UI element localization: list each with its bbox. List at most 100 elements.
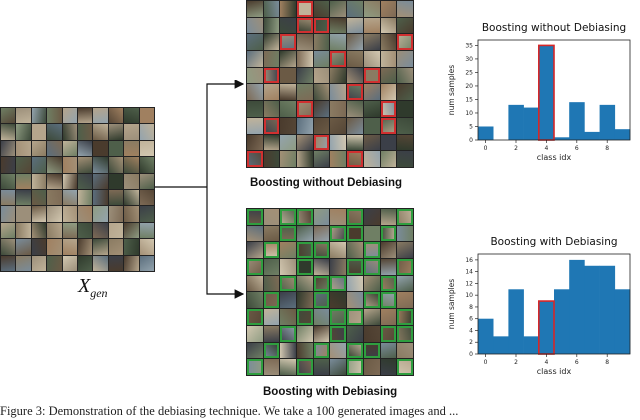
thumbnail-image xyxy=(16,173,31,189)
thumbnail-image xyxy=(47,189,62,206)
thumbnail-image xyxy=(297,242,313,259)
y-tick-label: 2 xyxy=(469,339,473,346)
thumbnail-image xyxy=(363,242,380,259)
thumbnail-image xyxy=(330,225,347,242)
x-tick-label: 4 xyxy=(544,145,548,152)
thumbnail-image xyxy=(31,189,47,206)
thumbnail-image xyxy=(313,259,330,275)
thumbnail-image xyxy=(47,108,62,124)
y-tick-label: 20 xyxy=(465,83,473,90)
chart-bar xyxy=(584,131,600,140)
thumbnail-image xyxy=(77,157,93,173)
thumbnail-image xyxy=(1,239,16,255)
thumbnail-image xyxy=(108,206,124,222)
thumbnail-image xyxy=(16,108,31,124)
thumbnail-image xyxy=(347,325,363,342)
thumbnail-image xyxy=(330,292,347,309)
thumbnail-image xyxy=(1,157,16,173)
arrow-up xyxy=(206,80,245,187)
thumbnail-image xyxy=(363,225,380,242)
thumbnail-image xyxy=(347,359,363,375)
thumbnail-image xyxy=(263,134,280,151)
thumbnail-image xyxy=(363,67,380,84)
thumbnail-image xyxy=(1,189,16,206)
thumbnail-image xyxy=(380,34,397,51)
x-tick-label: 8 xyxy=(605,359,609,366)
thumbnail-image xyxy=(330,67,347,84)
thumbnail-image xyxy=(93,124,108,140)
thumbnail-image xyxy=(330,34,347,51)
thumbnail-image xyxy=(47,173,62,189)
thumbnail-image xyxy=(380,51,397,67)
thumbnail-image xyxy=(313,17,330,34)
thumbnail-image xyxy=(62,189,77,206)
thumbnail-image xyxy=(280,1,297,17)
thumbnail-image xyxy=(263,259,280,275)
thumbnail-image xyxy=(397,151,413,167)
thumbnail-image xyxy=(313,209,330,225)
x-tick-label: 6 xyxy=(575,145,579,152)
thumbnail-image xyxy=(313,67,330,84)
thumbnail-image xyxy=(297,67,313,84)
thumbnail-image xyxy=(263,209,280,225)
thumbnail-image xyxy=(77,189,93,206)
chart-bar xyxy=(508,104,524,140)
thumbnail-image xyxy=(47,157,62,173)
thumbnail-image xyxy=(397,242,413,259)
chart-bar xyxy=(523,336,540,354)
thumbnail-image xyxy=(124,124,139,140)
thumbnail-image xyxy=(297,1,313,17)
thumbnail-image xyxy=(313,1,330,17)
thumbnail-image xyxy=(280,84,297,101)
y-axis-label: num samples xyxy=(447,65,456,115)
chart-bar xyxy=(478,318,494,354)
thumbnail-image xyxy=(297,309,313,325)
thumbnail-image xyxy=(330,51,347,67)
thumbnail-image xyxy=(380,325,397,342)
thumbnail-image xyxy=(380,151,397,167)
y-tick-label: 0 xyxy=(469,137,473,144)
thumbnail-image xyxy=(1,206,16,222)
thumbnail-image xyxy=(280,259,297,275)
thumbnail-image xyxy=(16,239,31,255)
thumbnail-image xyxy=(347,275,363,292)
thumbnail-image xyxy=(363,1,380,17)
thumbnail-image xyxy=(280,225,297,242)
thumbnail-image xyxy=(380,67,397,84)
thumbnail-image xyxy=(330,117,347,134)
thumbnail-image xyxy=(313,359,330,375)
chart-bar xyxy=(538,301,555,354)
thumbnail-image xyxy=(380,242,397,259)
thumbnail-image xyxy=(397,325,413,342)
chart-bar xyxy=(554,289,570,354)
thumbnail-image xyxy=(263,275,280,292)
thumbnail-image xyxy=(397,259,413,275)
thumbnail-image xyxy=(280,117,297,134)
thumbnail-image xyxy=(297,51,313,67)
thumbnail-image xyxy=(139,140,154,157)
thumbnail-image xyxy=(139,239,154,255)
thumbnail-image xyxy=(263,34,280,51)
thumbnail-image xyxy=(263,101,280,117)
thumbnail-image xyxy=(363,101,380,117)
thumbnail-image xyxy=(397,117,413,134)
thumbnail-image xyxy=(108,189,124,206)
x-tick-label: 4 xyxy=(544,359,548,366)
thumbnail-image xyxy=(93,173,108,189)
thumbnail-image xyxy=(380,101,397,117)
thumbnail-image xyxy=(263,325,280,342)
thumbnail-image xyxy=(297,151,313,167)
chart-bar xyxy=(523,107,540,140)
thumbnail-image xyxy=(363,325,380,342)
x-tick-label: 6 xyxy=(575,359,579,366)
xgen-main: X xyxy=(78,275,91,297)
thumbnail-image xyxy=(1,173,16,189)
thumbnail-image xyxy=(280,325,297,342)
thumbnail-image xyxy=(31,239,47,255)
branch-arrows xyxy=(155,80,245,299)
thumbnail-image xyxy=(347,84,363,101)
thumbnail-image xyxy=(380,84,397,101)
thumbnail-image xyxy=(330,209,347,225)
thumbnail-image xyxy=(31,157,47,173)
